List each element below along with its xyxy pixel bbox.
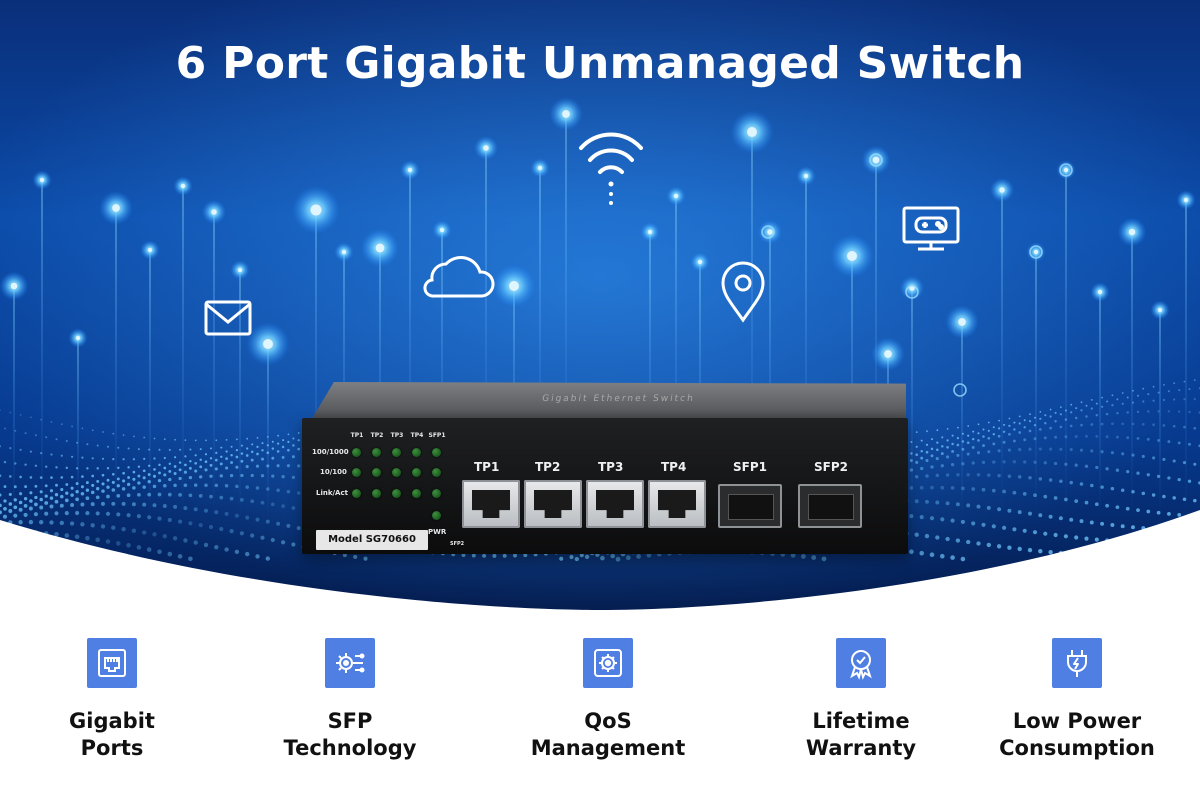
glow-nodes	[0, 97, 1196, 397]
led-indicator	[352, 448, 361, 457]
led-indicator	[392, 489, 401, 498]
curved-divider	[0, 510, 1200, 620]
led-column-label: TP2	[370, 432, 384, 439]
feature-list: Gigabit Ports SFP Technology	[0, 630, 1200, 780]
led-indicator	[372, 468, 381, 477]
cloud-icon	[423, 256, 495, 298]
led-column-label: SFP1	[428, 432, 446, 439]
port-label-tp2: TP2	[535, 460, 561, 474]
feature-label: Gigabit Ports	[69, 709, 155, 760]
led-indicator	[412, 468, 421, 477]
model-label: Model SG70660	[316, 530, 428, 550]
led-indicator	[412, 448, 421, 457]
led-row-label: 100/1000	[312, 448, 349, 456]
port-label-sfp2: SFP2	[814, 460, 848, 474]
badge-check-icon	[836, 638, 886, 688]
led-column-label: TP1	[350, 432, 364, 439]
port-label-tp4: TP4	[661, 460, 687, 474]
rj45-port	[462, 480, 520, 528]
led-row-label: 10/100	[320, 468, 347, 476]
wifi-icon	[579, 132, 643, 205]
sfp-port	[798, 484, 862, 528]
device-top-cover	[310, 382, 906, 422]
sfp2-led-label: SFP2	[450, 541, 465, 547]
led-indicator	[392, 448, 401, 457]
rj45-port	[524, 480, 582, 528]
led-column-label: TP3	[390, 432, 404, 439]
sfp-port	[718, 484, 782, 528]
gear-icon	[583, 638, 633, 688]
led-indicator	[432, 489, 441, 498]
led-indicator	[432, 468, 441, 477]
led-indicator	[372, 489, 381, 498]
page-title: 6 Port Gigabit Unmanaged Switch	[175, 38, 1025, 89]
hero-background	[0, 0, 1200, 620]
port-label-tp1: TP1	[474, 460, 500, 474]
feature-label: Low Power Consumption	[999, 709, 1155, 760]
device-top-print: Gigabit Ethernet Switch	[541, 394, 696, 404]
rj45-port	[648, 480, 706, 528]
port-label-tp3: TP3	[598, 460, 624, 474]
led-indicator	[432, 448, 441, 457]
network-switch-device: Gigabit Ethernet Switch TP1 TP2 TP3 TP4 …	[302, 382, 908, 554]
rj45-port	[586, 480, 644, 528]
led-indicator	[392, 468, 401, 477]
mail-icon	[204, 300, 252, 336]
led-column-label: TP4	[410, 432, 424, 439]
location-pin-icon	[721, 261, 765, 323]
led-indicator	[372, 448, 381, 457]
power-plug-icon	[1052, 638, 1102, 688]
port-label-sfp1: SFP1	[733, 460, 767, 474]
led-indicator	[352, 468, 361, 477]
device-front-panel: TP1 TP2 TP3 TP4 SFP1 100/1000 10/100 Lin…	[302, 418, 908, 554]
led-indicator	[412, 489, 421, 498]
gamepad-monitor-icon	[902, 206, 960, 251]
pwr-label: PWR	[428, 528, 447, 536]
led-row-label: Link/Act	[316, 489, 348, 497]
led-indicator	[432, 511, 441, 520]
ethernet-port-icon	[87, 638, 137, 688]
led-indicator	[352, 489, 361, 498]
feature-label: QoS Management	[530, 709, 686, 760]
feature-label: SFP Technology	[283, 709, 417, 760]
feature-label: Lifetime Warranty	[805, 709, 917, 760]
circuit-gear-icon	[325, 638, 375, 688]
